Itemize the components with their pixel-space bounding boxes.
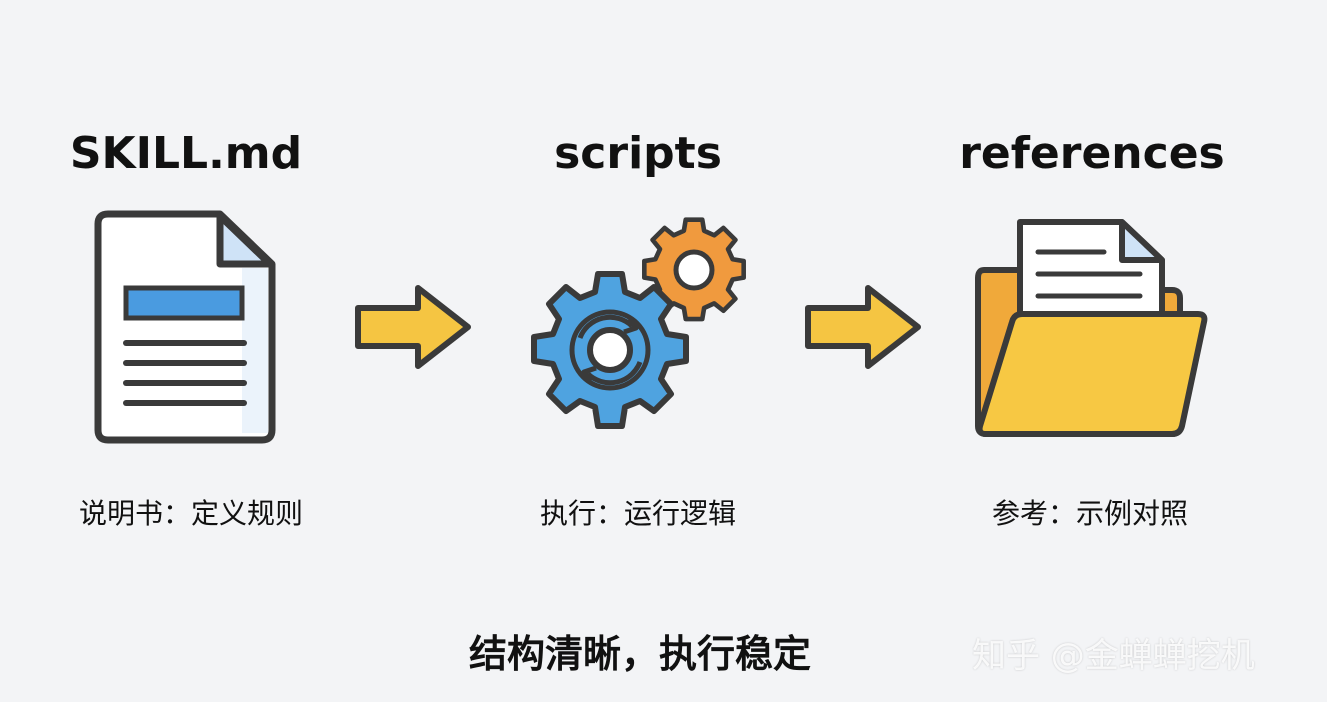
gears-icon: [531, 217, 746, 429]
skill-md-caption: 说明书：定义规则: [78, 497, 303, 530]
summary-text: 结构清晰，执行稳定: [468, 632, 811, 676]
scripts-title: scripts: [554, 128, 722, 179]
arrow-right-icon: [805, 285, 921, 369]
scripts-caption: 执行：运行逻辑: [539, 497, 736, 530]
document-icon: [94, 210, 276, 444]
skill-md-title: SKILL.md: [69, 128, 303, 179]
arrow-right-icon: [355, 285, 471, 369]
references-caption: 参考：示例对照: [991, 497, 1188, 530]
watermark: 知乎 @金蝉蝉挖机: [972, 636, 1255, 676]
references-title: references: [959, 128, 1225, 179]
folder-icon: [975, 219, 1208, 437]
